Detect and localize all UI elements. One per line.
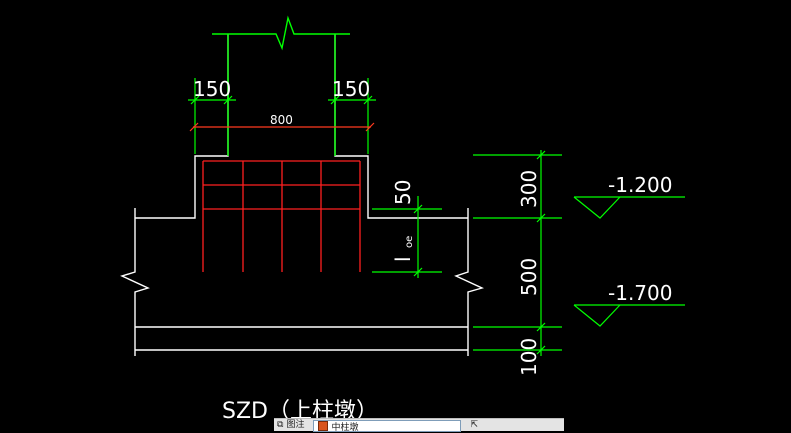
elevation-upper-text: -1.200 [608,173,672,197]
dim-anchorage-l: l [391,256,415,262]
dim-height-300: 300 [517,170,541,208]
arrow-icon: ⇱ [470,420,478,430]
dim-cover [372,196,442,278]
dim-height-500: 500 [517,258,541,296]
layers-button[interactable]: ⧉ 图注 [274,420,307,430]
dim-right-150: 150 [332,77,370,101]
dim-overall-800: 800 [270,113,293,127]
dim-cover-50: 50 [391,180,415,205]
layers-icon: ⧉ [277,420,284,430]
pier-outline [120,34,485,356]
elevation-mark-lower [573,304,685,327]
dim-heights [473,150,562,356]
rebar-cage [202,160,361,272]
layer-dropdown-value: 中柱墩 [331,422,359,433]
dim-top-left [188,78,236,154]
column-outline [212,15,350,156]
dim-left-150: 150 [193,77,231,101]
dim-height-100: 100 [517,338,541,376]
layer-dropdown[interactable]: 中柱墩 [313,420,462,433]
dim-top-right [328,78,376,154]
elevation-mark-upper [573,196,685,219]
elevation-lower-text: -1.700 [608,281,672,305]
arrow-button[interactable]: ⇱ [467,420,481,430]
dim-anchorage-sub: oe [404,236,415,248]
dim-overall [189,122,375,132]
layers-label: 图注 [286,420,305,430]
bottom-toolbar: ⧉ 图注 中柱墩 ⇱ [274,418,564,433]
